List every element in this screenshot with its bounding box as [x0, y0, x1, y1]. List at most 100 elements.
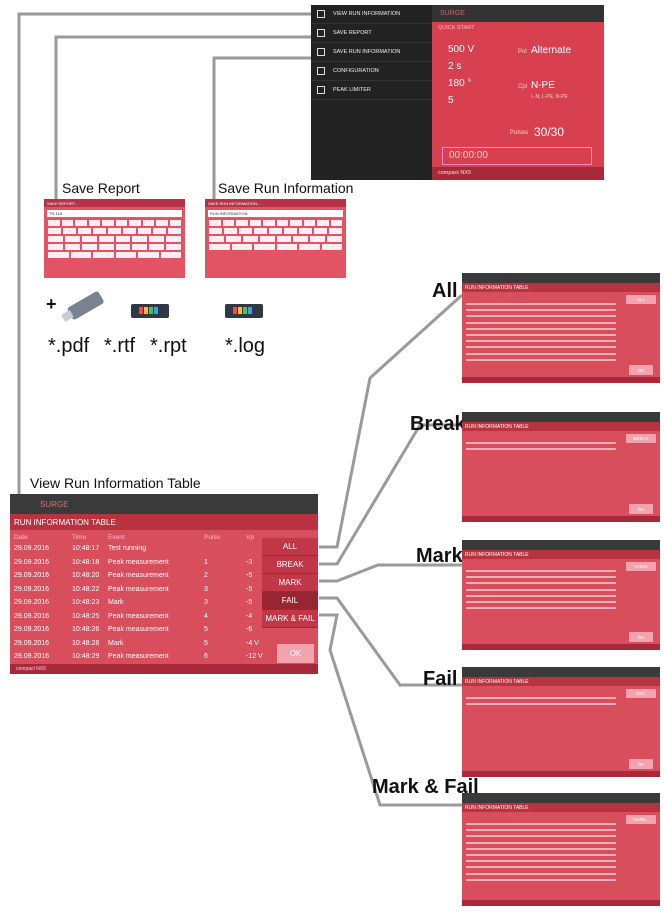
mini-table-row — [466, 321, 616, 324]
surge-title: SURGE — [440, 10, 465, 17]
run-name-input[interactable]: RUN INFORMATION — [208, 210, 343, 217]
log-extension: *.log — [225, 335, 266, 357]
filter-mark-fail-button[interactable]: MARK & FAIL — [262, 610, 318, 628]
table-cell: Peak measurement — [108, 653, 169, 660]
menu-save-run-information[interactable]: SAVE RUN INFORMATION — [311, 43, 432, 62]
filter-dropdown[interactable]: BREAK — [626, 434, 656, 443]
menu-view-run-information[interactable]: VIEW RUN INFORMATION — [311, 5, 432, 24]
mark-caption: Mark — [416, 545, 463, 567]
filter-mark-button[interactable]: MARK — [262, 574, 318, 592]
table-cell: 10:48:18 — [72, 558, 100, 566]
mini-table-row — [466, 607, 616, 610]
column-header-time: Time — [72, 534, 87, 541]
table-cell: Peak measurement — [108, 612, 169, 620]
ok-button[interactable]: OK — [629, 504, 653, 514]
table-cell: 10:48:25 — [72, 612, 100, 620]
ok-button[interactable]: OK — [277, 644, 314, 663]
mini-table-title: RUN INFORMATION TABLE — [462, 677, 660, 686]
ok-button[interactable]: OK — [629, 759, 653, 769]
mini-table-row — [466, 309, 616, 312]
ok-button[interactable]: OK — [629, 632, 653, 642]
filter-dropdown[interactable]: ALL — [626, 295, 656, 304]
table-cell: 29.09.2016 — [14, 599, 50, 606]
table-cell: Test running — [108, 545, 147, 552]
mini-table-row — [466, 582, 616, 585]
filter-break-button[interactable]: BREAK — [262, 556, 318, 574]
mini-table-row — [466, 315, 616, 318]
table-cell: -4 V — [246, 639, 259, 647]
save-report-caption: Save Report — [62, 180, 140, 196]
mini-table-row — [466, 327, 616, 330]
table-cell: 10:48:26 — [72, 626, 100, 633]
menu-item-label: SAVE RUN INFORMATION — [333, 49, 401, 55]
mini-table-row — [466, 576, 616, 579]
device-footer: compact NX5 — [10, 664, 318, 674]
pulses-value: 30/30 — [534, 125, 565, 139]
mini-table-row — [466, 601, 616, 603]
column-header-vp: Vp — [246, 534, 254, 541]
report-name-input[interactable]: TR-118 — [47, 210, 182, 217]
table-cell: 29.09.2016 — [14, 572, 50, 579]
mark-fail-caption: Mark & Fail — [372, 776, 479, 798]
pol-value[interactable]: Alternate — [531, 45, 572, 56]
all-caption: All — [432, 280, 458, 302]
mini-table-title: RUN INFORMATION TABLE — [462, 422, 660, 431]
table-cell: 3 — [204, 585, 208, 593]
column-header-event: Event — [108, 534, 125, 541]
mini-table-row — [466, 866, 616, 869]
filter-dropdown[interactable]: MARK_ — [626, 815, 656, 824]
keyboard-header: SAVE REPORT... — [44, 199, 185, 207]
mini-table-row — [466, 358, 616, 361]
table-cell: 3 — [204, 599, 208, 606]
table-cell: 5 — [204, 639, 208, 647]
menu-peak-limiter[interactable]: PEAK LIMITER — [311, 81, 432, 100]
table-cell: -12 V — [246, 653, 263, 660]
table-cell: 10:48:23 — [72, 599, 100, 606]
table-cell: 10:48:17 — [72, 545, 100, 552]
column-header-date: Date — [14, 534, 28, 541]
table-cell: 29.09.2016 — [14, 558, 50, 566]
table-cell: 29.09.2016 — [14, 612, 50, 620]
mini-table-row — [466, 703, 616, 706]
table-cell: 29.09.2016 — [14, 626, 50, 633]
mini-table-row — [466, 588, 616, 591]
document-icon — [317, 10, 325, 18]
menu-item-label: CONFIGURATION — [333, 68, 379, 74]
table-cell: 2 — [204, 572, 208, 579]
filter-all-button[interactable]: ALL — [262, 538, 318, 556]
voltage-value[interactable]: 500 V — [448, 44, 475, 55]
run-information-table-screen: SURGE RUN INFORMATION TABLE Date Time Ev… — [10, 494, 318, 674]
mini-table-row — [466, 334, 616, 336]
menu-save-report[interactable]: SAVE REPORT — [311, 24, 432, 43]
count-value[interactable]: 5 — [448, 95, 454, 106]
mini-table-row — [466, 847, 616, 850]
mark-table-screen: RUN INFORMATION TABLE MARK OK — [462, 540, 660, 650]
table-cell: 29.09.2016 — [14, 545, 50, 552]
quick-start-label: QUICK START — [438, 25, 475, 31]
table-cell: 29.09.2016 — [14, 639, 50, 647]
filter-dropdown[interactable]: MARK — [626, 562, 656, 571]
mini-table-row — [466, 854, 616, 856]
plus-sign: + — [46, 294, 57, 314]
table-cell: Peak measurement — [108, 572, 169, 579]
menu-configuration[interactable]: CONFIGURATION — [311, 62, 432, 81]
fail-caption: Fail — [423, 668, 458, 690]
menu-panel: VIEW RUN INFORMATION SAVE REPORT SAVE RU… — [311, 5, 604, 180]
filter-dropdown[interactable]: FAIL — [626, 689, 656, 698]
time-value[interactable]: 2 s — [448, 61, 462, 72]
table-cell: 10:48:20 — [72, 572, 100, 579]
usb-stick-icon — [61, 291, 104, 322]
ok-button[interactable]: OK — [629, 365, 653, 375]
device-icon — [225, 304, 263, 318]
rpt-extension: *.rpt — [150, 335, 187, 357]
surge-header: SURGE — [432, 5, 604, 22]
table-cell: Mark — [108, 599, 124, 606]
mini-table-row — [466, 594, 616, 597]
mini-table-row — [466, 829, 616, 832]
angle-value[interactable]: 180 ° — [448, 78, 472, 89]
mini-table-row — [466, 448, 616, 451]
cpl-value[interactable]: N-PE — [531, 80, 555, 91]
filter-fail-button[interactable]: FAIL — [262, 592, 318, 610]
mini-table-row — [466, 872, 616, 875]
